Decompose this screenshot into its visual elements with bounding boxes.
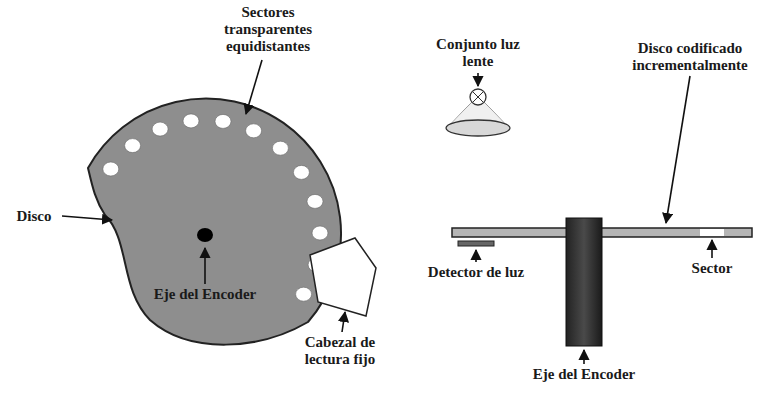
transparent-sector <box>296 287 312 301</box>
coded-disk-label: Disco codificado incrementalmente <box>615 40 765 74</box>
encoder-shaft <box>566 218 602 346</box>
read-head <box>310 238 376 316</box>
lens <box>446 120 510 136</box>
transparent-sector <box>312 226 328 240</box>
encoder-shaft-dot <box>197 228 213 242</box>
detector-label: Detector de luz <box>426 264 526 281</box>
transparent-sector <box>152 122 168 136</box>
leader-line <box>204 248 206 284</box>
read-head-label: Cabezal de lectura fijo <box>290 334 390 368</box>
transparent-sector <box>246 124 262 138</box>
shaft-label: Eje del Encoder <box>135 286 275 303</box>
leader-line <box>342 312 345 332</box>
lamp-lens-label: Conjunto luz lente <box>423 36 533 70</box>
disk-label: Disco <box>4 208 64 225</box>
transparent-sector <box>293 165 309 179</box>
leader-line <box>475 250 477 262</box>
sector-label: Sector <box>677 260 747 277</box>
transparent-sector <box>125 139 141 153</box>
transparent-sector <box>103 162 119 176</box>
light-detector <box>458 241 494 246</box>
transparent-sectors <box>103 114 328 301</box>
disk <box>88 99 341 345</box>
sectors-label: Sectores transparentes equidistantes <box>213 4 323 55</box>
leader-line <box>477 73 479 86</box>
transparent-sector <box>307 194 323 208</box>
transparent-sector <box>215 114 231 128</box>
leader-line <box>583 350 585 364</box>
leader-line <box>62 216 112 220</box>
lamp-filament <box>473 92 483 102</box>
lamp <box>470 89 486 105</box>
sector-slot <box>700 229 724 236</box>
leader-line <box>711 240 713 258</box>
shaft-label: Eje del Encoder <box>514 366 654 383</box>
transparent-sector <box>183 114 199 128</box>
leader-line <box>246 60 262 114</box>
leader-line <box>666 76 690 223</box>
transparent-sector <box>272 141 288 155</box>
